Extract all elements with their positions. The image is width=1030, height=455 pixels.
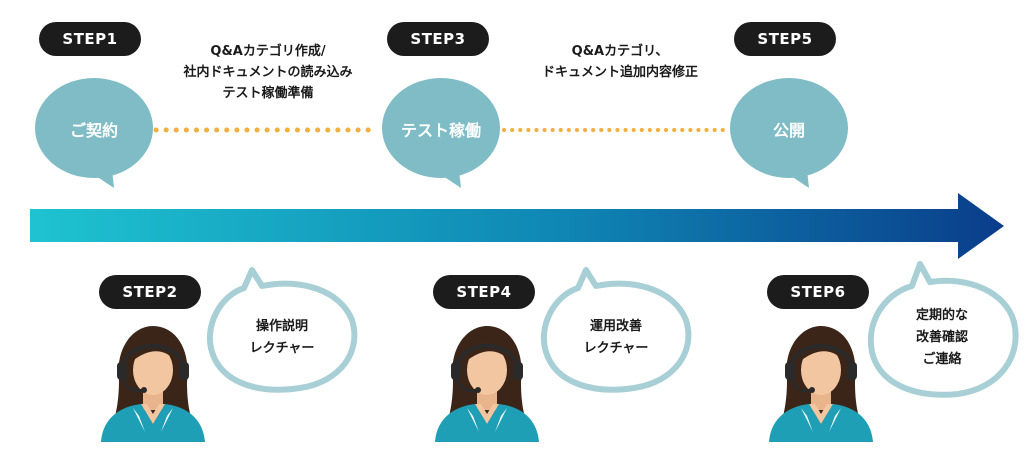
step4-badge: STEP4 (433, 275, 535, 309)
operator-headset-icon (769, 326, 873, 442)
step5-badge: STEP5 (734, 22, 836, 56)
step1-bubble-label: ご契約 (69, 121, 118, 140)
step3-bubble-label: テスト稼働 (400, 121, 481, 140)
step2-badge: STEP2 (99, 275, 201, 309)
step6-cloud-text: 定期的な 改善確認 ご連絡 (915, 308, 968, 367)
note-step3-to-step5: Q&Aカテゴリ、 ドキュメント追加内容修正 (541, 44, 698, 80)
step5-bubble-label: 公開 (772, 121, 805, 140)
step2-cloud-text: 操作説明 レクチャー (249, 319, 315, 356)
step4-cloud-text: 運用改善 レクチャー (583, 319, 649, 356)
step6-badge: STEP6 (767, 275, 869, 309)
operator-headset-icon (101, 326, 205, 442)
step1-badge: STEP1 (39, 22, 141, 56)
note-step1-to-step3: Q&Aカテゴリ作成/ 社内ドキュメントの読み込み テスト稼働準備 (183, 44, 353, 101)
step3-badge: STEP3 (387, 22, 489, 56)
operator-headset-icon (435, 326, 539, 442)
